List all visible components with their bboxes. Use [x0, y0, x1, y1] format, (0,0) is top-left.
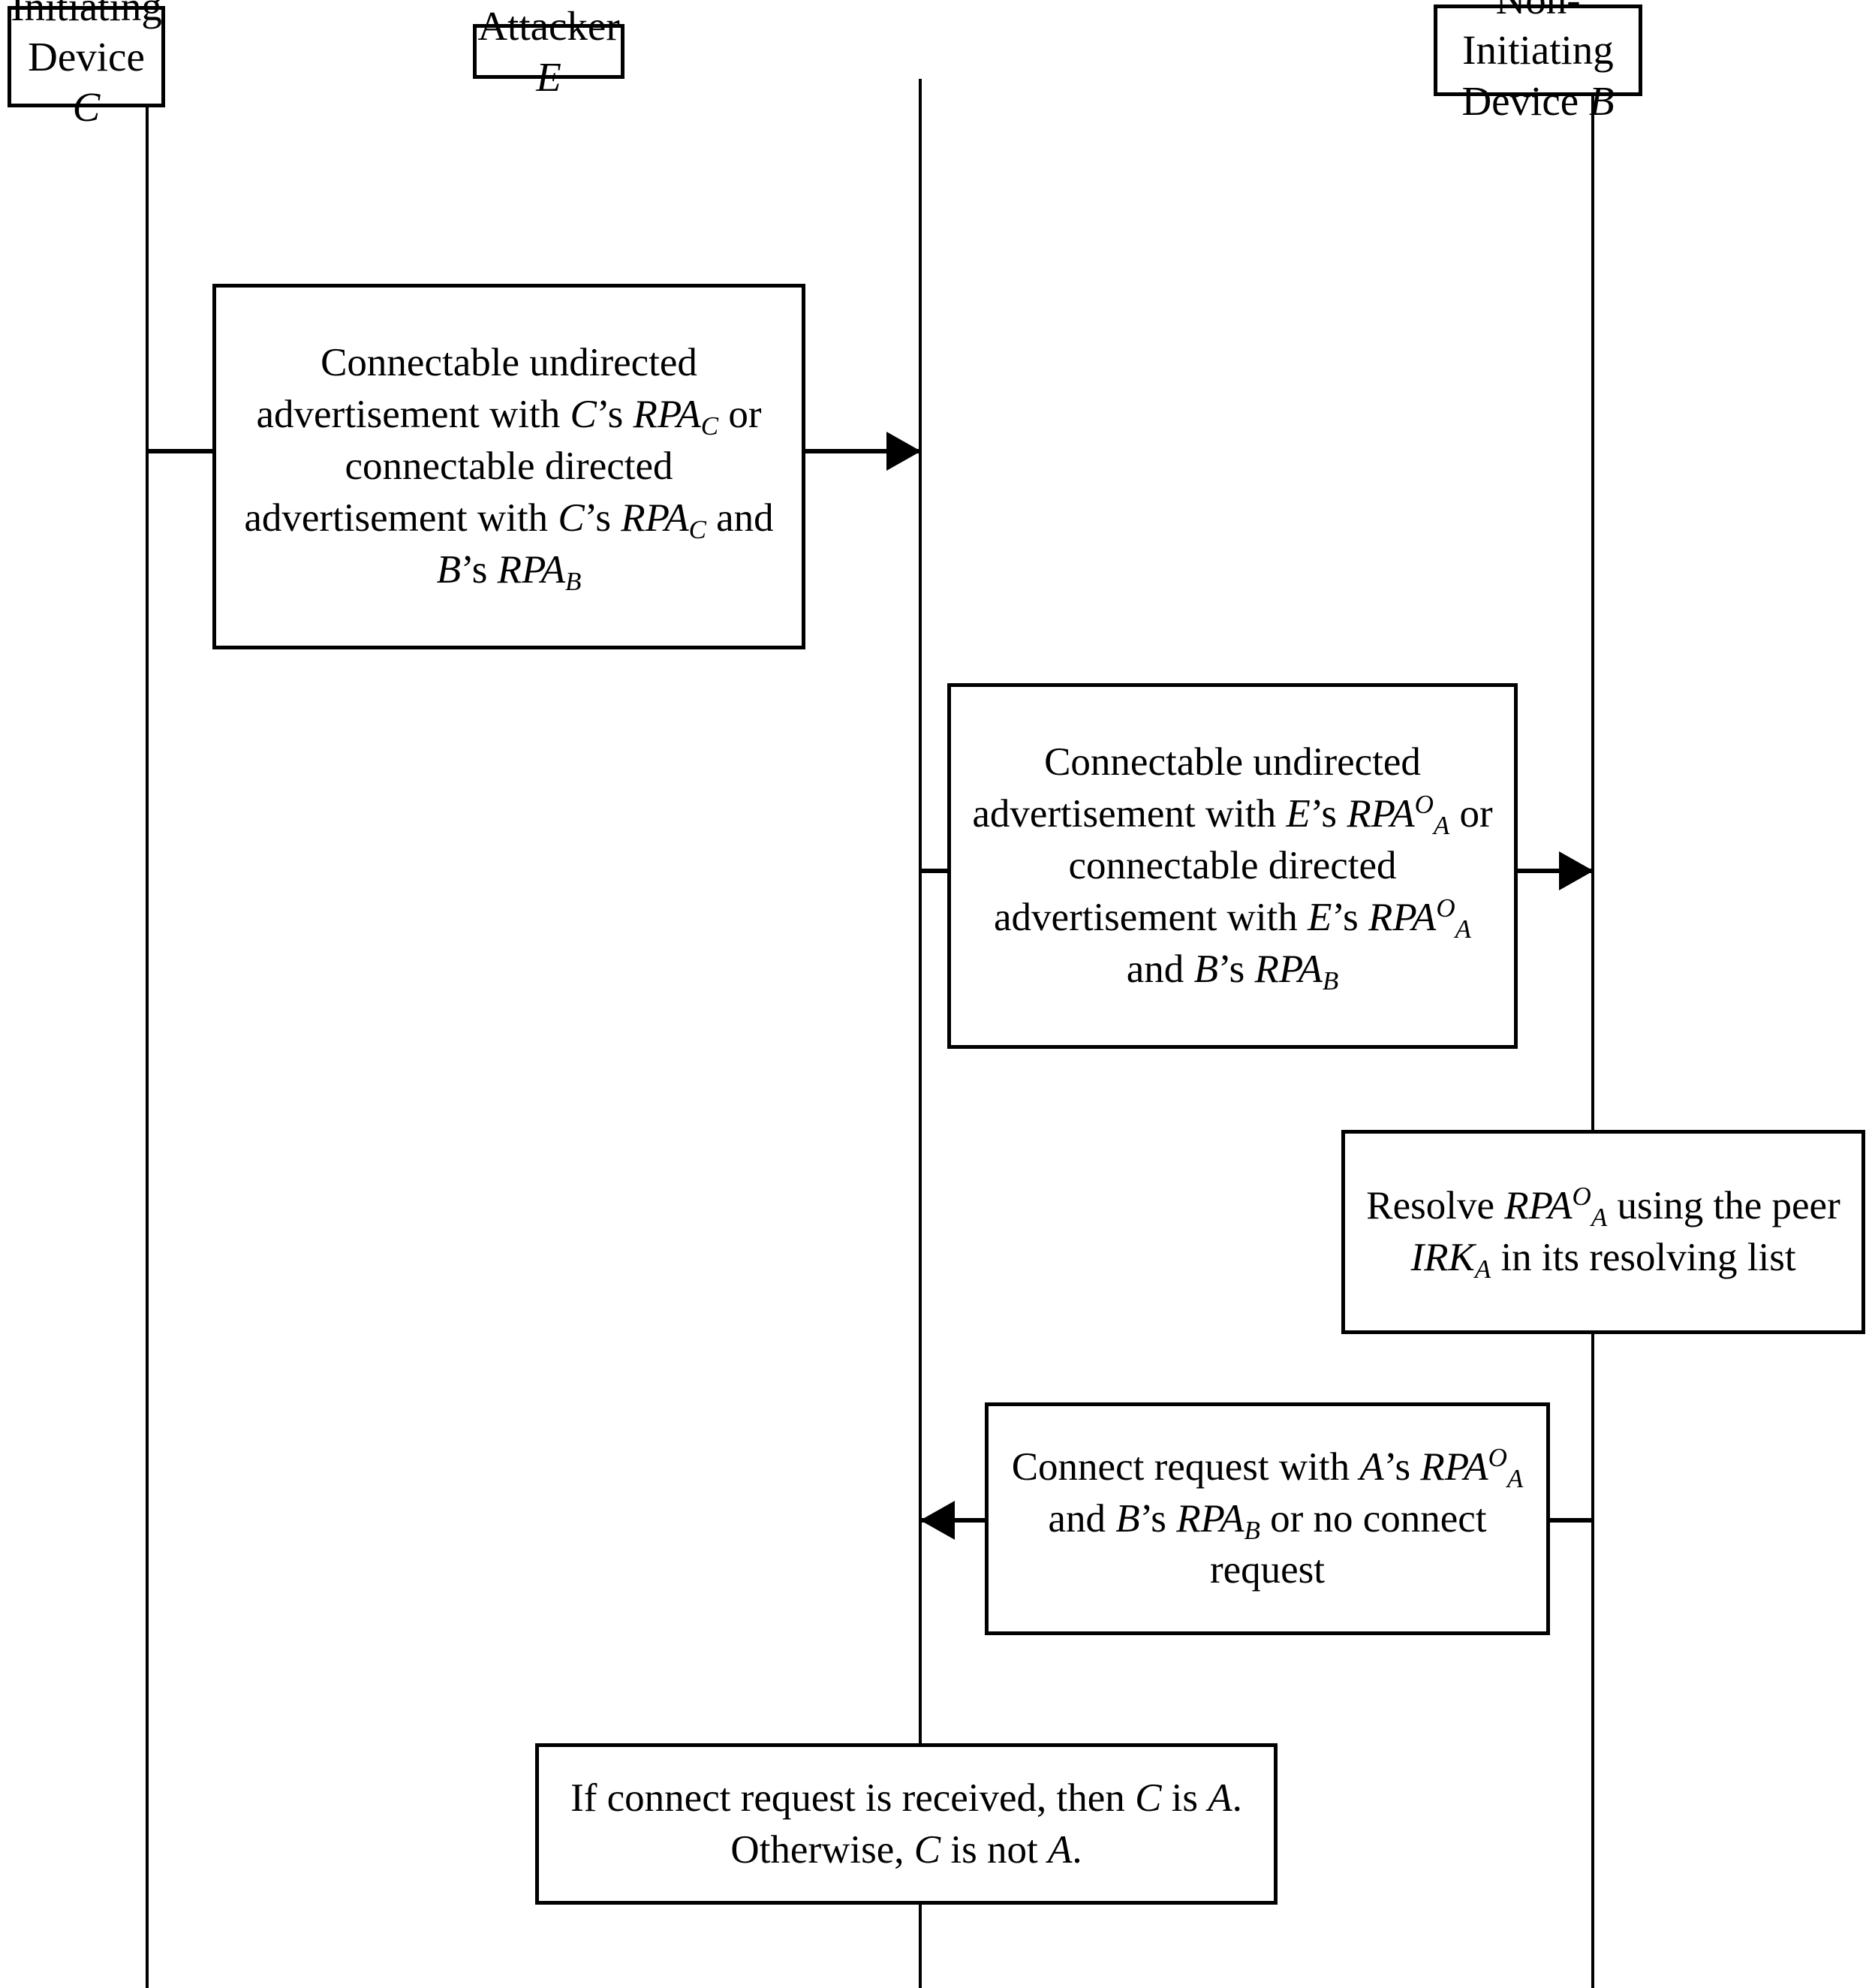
note-box-note-5-conclusion: If connect request is received, then C i… [535, 1743, 1278, 1905]
note-text-note-3: Resolve RPAOA using the peer IRKA in its… [1366, 1181, 1840, 1284]
arrow-head-msg-4 [920, 1501, 955, 1540]
actor-header-initiating-device-c: Initiating Device C [8, 0, 165, 130]
message-box-msg-4-connect-request: Connect request with A’s RPAOA and B’s R… [985, 1402, 1550, 1635]
arrow-head-msg-1 [886, 432, 921, 471]
message-text-msg-1: Connectable undirected advertisement wit… [244, 341, 774, 596]
actor-label-attacker-e: Attacker E [477, 3, 620, 100]
arrow-head-msg-2 [1559, 851, 1594, 890]
note-box-note-3-resolve: Resolve RPAOA using the peer IRKA in its… [1341, 1130, 1865, 1334]
message-box-msg-1-advertisement-c: Connectable undirected advertisement wit… [212, 284, 805, 649]
lifeline-non-initiating-device-b [1591, 96, 1594, 1988]
actor-header-non-initiating-device-b: Non-Initiating Device B [1434, 0, 1642, 124]
lifeline-attacker-e [919, 79, 922, 1988]
note-text-note-5: If connect request is received, then C i… [570, 1776, 1242, 1872]
message-box-msg-2-advertisement-e: Connectable undirected advertisement wit… [947, 683, 1518, 1049]
message-text-msg-2: Connectable undirected advertisement wit… [972, 740, 1493, 996]
actor-label-initiating-device-c: Initiating Device C [11, 0, 162, 131]
actor-label-non-initiating-device-b: Non-Initiating Device B [1461, 0, 1615, 124]
message-text-msg-4: Connect request with A’s RPAOA and B’s R… [1011, 1442, 1524, 1592]
actor-header-attacker-e: Attacker E [473, 3, 625, 100]
lifeline-initiating-device-c [146, 107, 149, 1988]
